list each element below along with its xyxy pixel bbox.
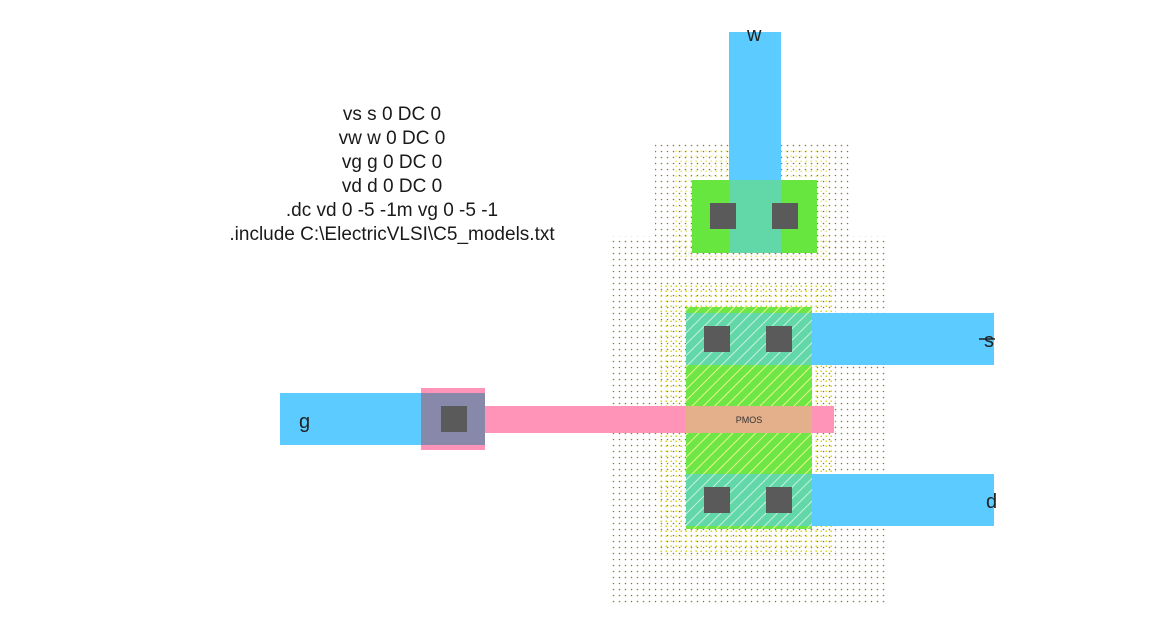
spice-line-4: vd d 0 DC 0 bbox=[342, 176, 442, 197]
drain-contact-left bbox=[704, 487, 730, 513]
spice-line-1: vs s 0 DC 0 bbox=[343, 104, 441, 125]
poly-contact-cut bbox=[441, 406, 467, 432]
port-label-well: w bbox=[746, 24, 762, 46]
drain-metal-wire[interactable] bbox=[812, 474, 994, 526]
spice-line-2: vw w 0 DC 0 bbox=[339, 128, 446, 149]
source-contact-right bbox=[766, 326, 792, 352]
transistor-type-label: PMOS bbox=[736, 415, 763, 425]
spice-deck: vs s 0 DC 0 vw w 0 DC 0 vg g 0 DC 0 vd d… bbox=[229, 104, 555, 245]
spice-line-6: .include C:\ElectricVLSI\C5_models.txt bbox=[229, 224, 555, 245]
spice-line-5: .dc vd 0 -5 -1m vg 0 -5 -1 bbox=[286, 200, 498, 221]
port-label-gate: g bbox=[299, 411, 310, 433]
drain-contact-right bbox=[766, 487, 792, 513]
well-contact-left bbox=[710, 203, 736, 229]
source-contact-left bbox=[704, 326, 730, 352]
poly-over-active bbox=[686, 406, 812, 433]
spice-line-3: vg g 0 DC 0 bbox=[342, 152, 442, 173]
port-label-drain: d bbox=[986, 491, 997, 513]
source-metal-wire[interactable] bbox=[812, 313, 994, 365]
port-label-source: s bbox=[984, 330, 994, 352]
well-contact-right bbox=[772, 203, 798, 229]
